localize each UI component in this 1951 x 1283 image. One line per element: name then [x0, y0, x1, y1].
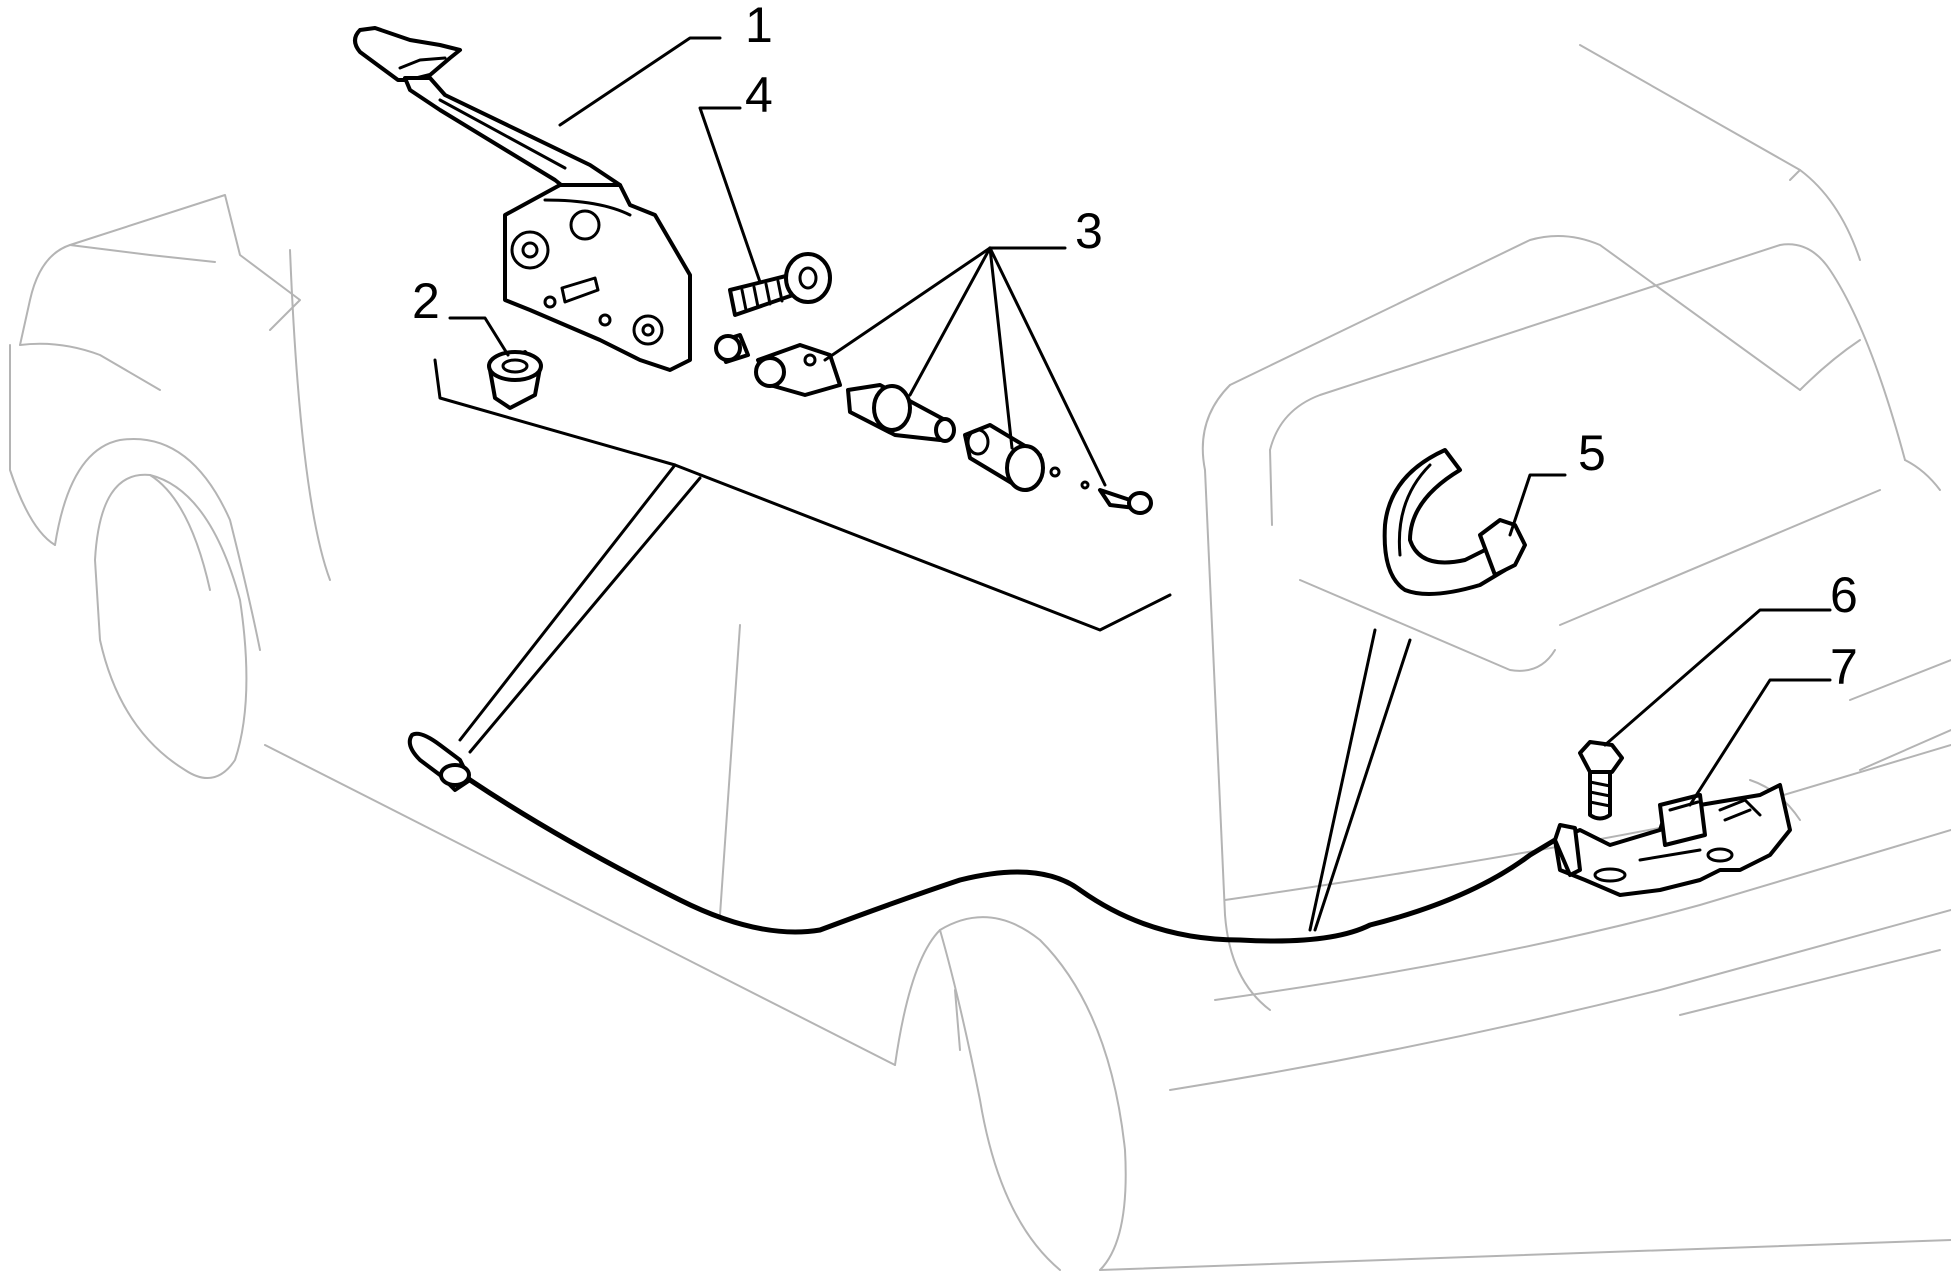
cable-fittings: [714, 333, 1153, 515]
release-lever: [353, 26, 692, 372]
leader-lines: [433, 36, 1832, 932]
cable-clip: [1382, 448, 1527, 596]
callout-2: 2: [412, 273, 440, 329]
callout-3: 3: [1075, 203, 1103, 259]
callout-7: 7: [1830, 639, 1858, 695]
car-body-outline: [9, 44, 1951, 1271]
callout-1: 1: [745, 0, 773, 53]
release-cable: [467, 777, 1558, 944]
cable-front-end: [407, 731, 472, 792]
callout-6: 6: [1830, 567, 1858, 623]
bolt-lower: [1578, 740, 1624, 821]
bolt-upper: [728, 252, 832, 317]
bushing: [487, 350, 543, 410]
tailgate-latch: [1553, 783, 1792, 897]
callout-5: 5: [1578, 425, 1606, 481]
callout-4: 4: [745, 67, 773, 123]
